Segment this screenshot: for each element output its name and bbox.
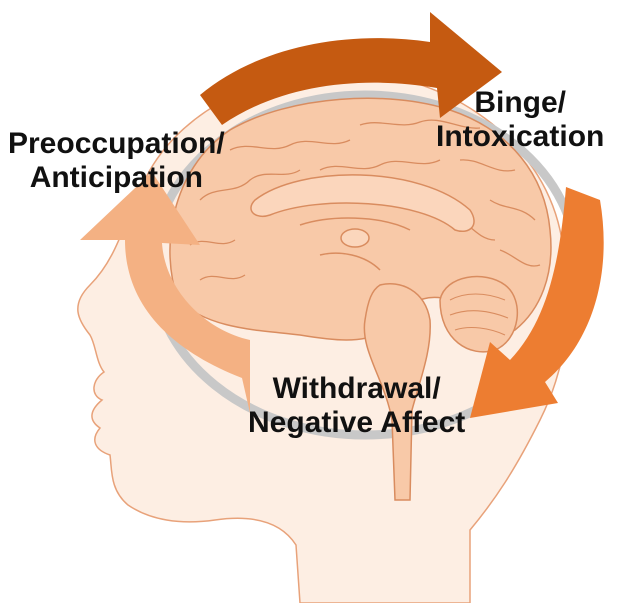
- label-withdrawal-line2: Negative Affect: [248, 406, 465, 440]
- label-preoccupation-anticipation: Preoccupation/ Anticipation: [8, 127, 225, 195]
- label-withdrawal-line1: Withdrawal/: [248, 372, 465, 406]
- label-preoccupation-line1: Preoccupation/: [8, 127, 225, 161]
- label-binge-line2: Intoxication: [436, 120, 604, 154]
- label-binge-intoxication: Binge/ Intoxication: [436, 86, 604, 154]
- label-withdrawal-negative-affect: Withdrawal/ Negative Affect: [248, 372, 465, 440]
- label-preoccupation-line2: Anticipation: [8, 161, 225, 195]
- label-binge-line1: Binge/: [436, 86, 604, 120]
